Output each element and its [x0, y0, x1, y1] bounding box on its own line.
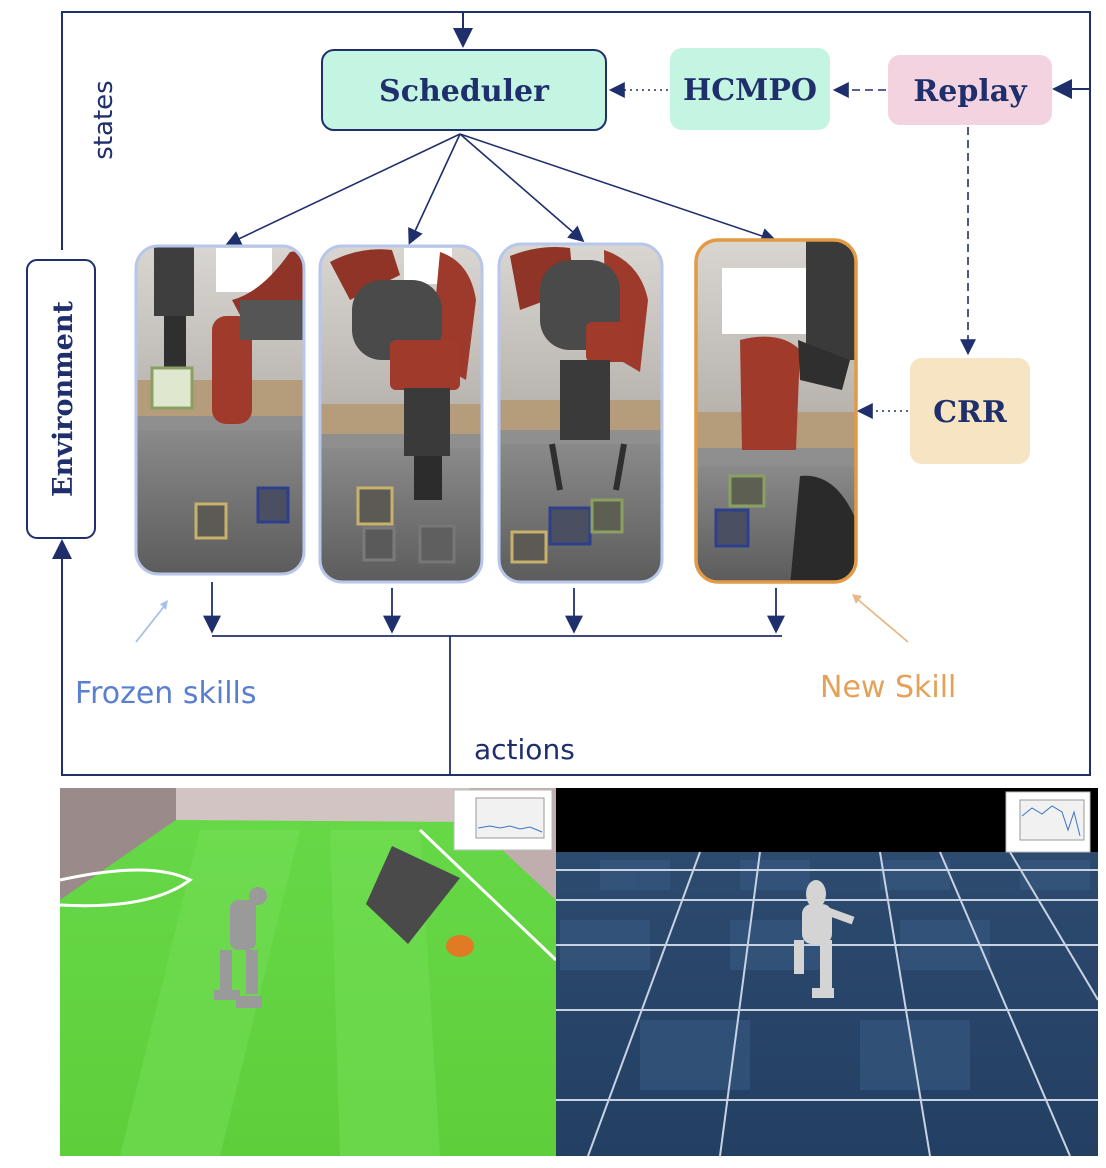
crr-label: CRR	[933, 395, 1008, 430]
feedback-frame	[52, 11, 1091, 776]
frozen-skill-panel-2	[318, 244, 484, 584]
replay-label: Replay	[913, 74, 1028, 109]
new-skill-panel	[694, 238, 858, 584]
hcmpo-node: HCMPO	[670, 48, 830, 130]
environment-label: Environment	[48, 301, 79, 497]
actions-bus	[203, 582, 785, 775]
frozen-skill-panel-3	[497, 242, 664, 584]
frozen-skills-pointer-head	[160, 600, 168, 610]
frozen-skill-panel-1	[134, 244, 306, 576]
frozen-skills-pointer	[135, 603, 167, 643]
replay-node: Replay	[888, 55, 1052, 125]
soccer-scene	[60, 788, 556, 1156]
scheduler-node: Scheduler	[321, 49, 607, 131]
environment-node: Environment	[26, 259, 96, 539]
hcmpo-label: HCMPO	[683, 73, 817, 108]
scheduler-label: Scheduler	[379, 74, 550, 109]
scheduler-to-skills-arrows	[225, 133, 778, 246]
states-label: states	[89, 80, 119, 159]
new-skill-pointer	[855, 597, 909, 643]
actions-label: actions	[474, 733, 575, 766]
new-skill-pointer-head	[852, 594, 862, 604]
crr-node: CRR	[910, 358, 1030, 464]
new-skill-label: New Skill	[820, 670, 956, 705]
node-connectors	[608, 82, 976, 419]
walker-scene	[556, 788, 1098, 1156]
frozen-skills-label: Frozen skills	[75, 676, 257, 711]
